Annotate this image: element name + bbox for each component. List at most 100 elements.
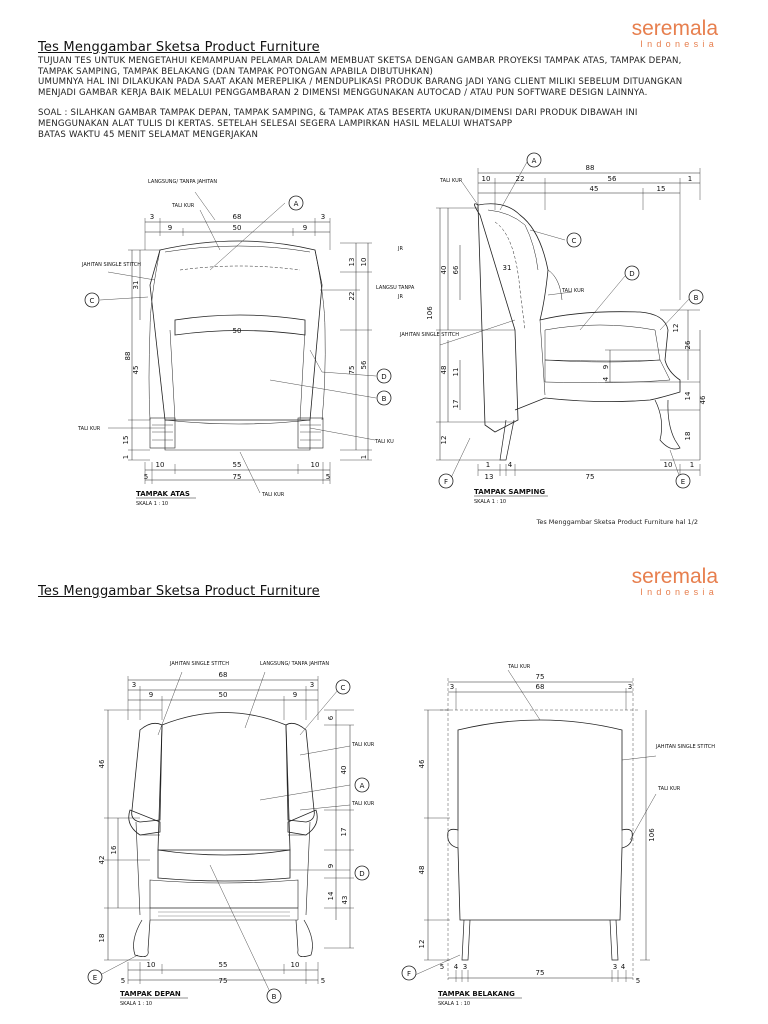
dim-label: 5	[326, 473, 330, 481]
brand-logo: seremala Indonesia	[632, 566, 718, 597]
dim-label: 3	[150, 213, 154, 221]
dim-label: 10	[147, 961, 156, 969]
dim-label: 31	[503, 264, 512, 272]
view-title-samping: TAMPAK SAMPING	[474, 488, 545, 496]
dim-label: 50	[233, 327, 242, 335]
dim-label: 31	[132, 281, 140, 290]
dim-label: 4	[602, 376, 610, 381]
dim-label: 22	[516, 175, 525, 183]
dim-label: 1	[690, 461, 694, 469]
marker-b	[688, 289, 704, 305]
note-jahitan-single-stitch: JAHITAN SINGLE STITCH	[655, 744, 715, 750]
marker-f-label: F	[444, 478, 448, 486]
dim-label: 15	[657, 185, 666, 193]
dim-label: 5	[321, 977, 325, 985]
dim-label: 13	[348, 258, 356, 267]
marker-d	[376, 368, 392, 384]
view-scale-belakang: SKALA 1 : 10	[438, 1001, 470, 1007]
dim-label: 9	[303, 224, 307, 232]
dim-label: 1	[122, 455, 130, 459]
dim-label: 68	[233, 213, 242, 221]
dim-label: 48	[418, 866, 426, 875]
page-title: Tes Menggambar Sketsa Product Furniture	[38, 40, 320, 55]
dim-label: 6	[327, 715, 335, 720]
view-title-belakang: TAMPAK BELAKANG	[438, 990, 515, 998]
dim-label: 9	[293, 691, 297, 699]
dim-label: 45	[132, 366, 140, 375]
dim-label: 55	[219, 961, 228, 969]
time-limit: Batas waktu 45 menit selamat mengerjakan	[38, 129, 259, 140]
marker-c	[84, 292, 100, 308]
marker-a-label: A	[294, 200, 299, 208]
dim-label: 46	[418, 759, 426, 768]
markers-page-2	[87, 679, 417, 1004]
drawing-tampak-belakang	[414, 669, 657, 982]
dim-label: 46	[98, 759, 106, 768]
dim-label: 10	[311, 461, 320, 469]
marker-c-label: C	[572, 237, 577, 245]
dim-label: 56	[360, 360, 368, 369]
markers-page-1	[84, 152, 704, 489]
note-jahitan-single-stitch: JAHITAN SINGLE STITCH	[169, 661, 229, 667]
marker-b-label: B	[272, 993, 277, 1001]
marker-d	[354, 865, 370, 881]
note-tali-kur: TALI KUR	[171, 203, 195, 209]
dim-label: 42	[98, 856, 106, 865]
dim-label: 12	[418, 940, 426, 949]
dim-label: 4	[454, 963, 459, 971]
note-tali-kur: TALI KUR	[507, 664, 531, 670]
note-tali-kur: TALI KUR	[77, 426, 101, 432]
dim-label: 88	[124, 352, 132, 361]
dim-label: 75	[233, 473, 242, 481]
page-title: Tes Menggambar Sketsa Product Furniture	[38, 584, 320, 599]
view-title-atas: TAMPAK ATAS	[136, 490, 190, 498]
intro-paragraph-2: Umumnya hal ini dilakukan pada saat akan…	[38, 77, 683, 98]
note-langsung-tanpa-jahitan: LANGSUNG/ TANPA JAHITAN	[148, 179, 217, 185]
note-tali-ku: TALI KU	[374, 439, 394, 445]
marker-d-label: D	[629, 270, 634, 278]
intro-paragraph-1: Tujuan tes untuk mengetahui kemampuan pe…	[38, 56, 682, 77]
view-title-depan: TAMPAK DEPAN	[120, 990, 181, 998]
dim-label: 50	[233, 224, 242, 232]
dim-label: 3	[628, 683, 632, 691]
question-paragraph: Soal : silahkan gambar tampak depan, tam…	[38, 108, 638, 129]
dim-label: 75	[536, 969, 545, 977]
dim-label: 1	[486, 461, 490, 469]
page-1-drawings: A C D B A C D B F E 3 68 3 9 50 9 50 10 …	[77, 152, 707, 507]
dim-label: 75	[536, 673, 545, 681]
dim-label: 18	[684, 432, 692, 441]
drawing-tampak-samping	[436, 161, 701, 481]
note-tali-kur: TALI KUR	[351, 742, 375, 748]
intro-text: Tujuan tes untuk mengetahui kemampuan pe…	[38, 56, 708, 140]
marker-e	[87, 969, 103, 985]
dim-label: 40	[340, 766, 348, 775]
dim-label: 13	[485, 473, 494, 481]
note-jahitan-single-stitch: JAHITAN SINGLE STITCH	[81, 262, 141, 268]
page-1: Tes Menggambar Sketsa Product Furniture …	[38, 18, 718, 526]
dim-label: 26	[684, 340, 692, 349]
note-tali-kur: TALI KUR	[657, 786, 681, 792]
brand-name: seremala	[631, 17, 718, 40]
note-jahitan-single-stitch: JAHITAN SINGLE STITCH	[399, 332, 459, 338]
dim-label: 106	[648, 828, 656, 842]
dim-label: 9	[602, 365, 610, 369]
dim-label: 1	[688, 175, 692, 183]
marker-e	[675, 473, 691, 489]
dim-label: 17	[340, 828, 348, 837]
marker-b	[376, 390, 392, 406]
dim-label: 75	[348, 366, 356, 375]
marker-f	[438, 473, 454, 489]
dim-label: 43	[341, 896, 349, 905]
dim-label: 3	[132, 681, 136, 689]
dim-label: 3	[613, 963, 617, 971]
marker-d	[624, 265, 640, 281]
marker-e-label: E	[681, 478, 685, 486]
drawing-tampak-atas	[99, 191, 377, 494]
dim-label: 10	[156, 461, 165, 469]
marker-b-label: B	[694, 294, 699, 302]
dim-label: 9	[149, 691, 153, 699]
dim-label: 12	[440, 436, 448, 445]
dim-label: 5	[121, 977, 125, 985]
brand-name: seremala	[631, 565, 718, 588]
brand-logo: seremala Indonesia	[632, 18, 718, 49]
